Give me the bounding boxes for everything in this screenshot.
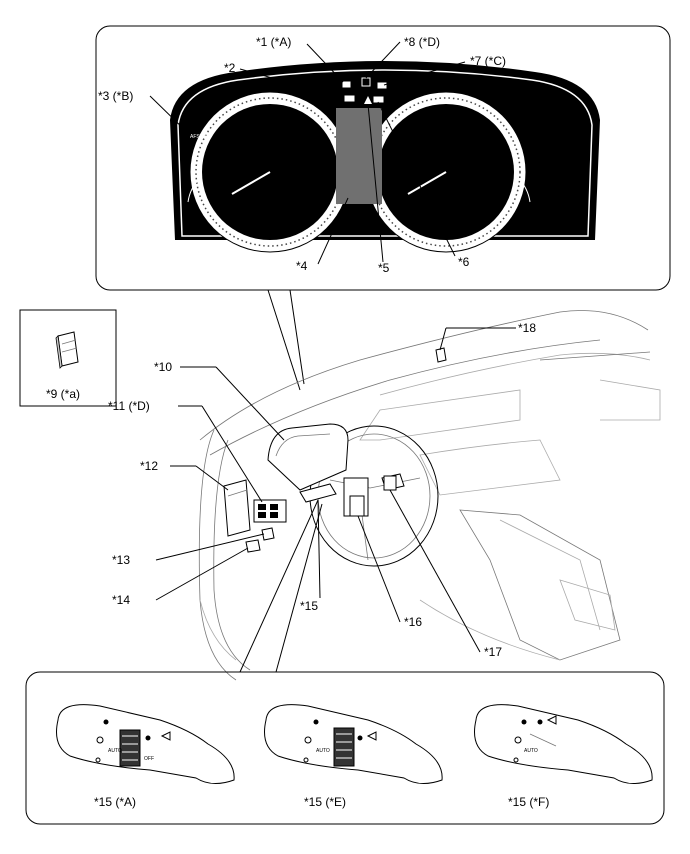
callout-10-label: *10 (154, 360, 172, 374)
ecu-module-icon (55, 331, 79, 369)
switch-a-label: *15 (*A) (94, 795, 136, 809)
meter-inset-frame (95, 25, 671, 291)
callout-9-label: *9 (*a) (46, 387, 80, 401)
meter-leader-lines (149, 41, 466, 265)
headlight-icon (103, 719, 109, 725)
ecu-12 (223, 479, 251, 537)
svg-text:AUTO: AUTO (316, 748, 330, 754)
dashboard-illustration (198, 310, 661, 681)
speedometer-gauge (189, 91, 351, 253)
callout-16-label: *16 (404, 615, 422, 629)
master-warning-icon (364, 96, 372, 104)
combination-meter-inset: AFS OFF *1 (*A) *2 *3 (*B) *4 *5 *6 (95, 25, 671, 391)
light-control-sensor (435, 347, 447, 363)
callout-5-label: *5 (378, 261, 390, 275)
callout-3-label: *3 (*B) (98, 89, 133, 103)
tachometer-needle (407, 171, 447, 195)
callout-8-label: *8 (*D) (404, 35, 440, 49)
switch-f-label: *15 (*F) (508, 795, 549, 809)
speedometer-needle (231, 171, 271, 195)
callout-14-label: *14 (112, 593, 130, 607)
front-fog-indicator-icon (377, 82, 387, 89)
tachometer-gauge (365, 91, 527, 253)
meter-unit-in-dash (267, 423, 349, 491)
component-17 (383, 475, 397, 491)
dashboard-leader-lines (155, 327, 516, 653)
fog-light-icon (145, 735, 151, 741)
callout-13-label: *13 (112, 553, 130, 567)
switch-variants-inset: AUTO OFF *15 (*A) AUTO *15 (*E) (25, 671, 665, 825)
callout-7-label: *7 (*C) (470, 54, 506, 68)
callout-1-label: *1 (*A) (256, 35, 291, 49)
switch-e-label: *15 (*E) (304, 795, 346, 809)
afs-off-indicator-icon: AFS OFF (190, 134, 211, 140)
meter-callout-labels: *1 (*A) *2 *3 (*B) *4 *5 *6 *7 (*C) *8 (… (98, 35, 506, 275)
callout-17-label: *17 (484, 645, 502, 659)
component-14 (245, 539, 261, 553)
switch-variant-e: AUTO (264, 704, 443, 784)
headlight-beam-indicator-icon (342, 81, 351, 88)
callout-18-label: *18 (518, 321, 536, 335)
switch-inset-frame (25, 671, 665, 825)
component-16 (349, 495, 365, 517)
component-9-frame (19, 309, 117, 407)
callout-15-label: *15 (300, 599, 318, 613)
switch-variant-a: AUTO OFF (56, 704, 235, 784)
switch-variant-f: AUTO (474, 704, 653, 784)
callout-2-label: *2 (224, 61, 236, 75)
headlight-dimmer-switch (299, 483, 337, 503)
off-position-label: OFF (144, 756, 154, 762)
rear-fog-indicator-icon (373, 96, 384, 103)
tail-light-icon (96, 736, 104, 744)
direction-arrow-icon (160, 731, 171, 741)
callout-12-label: *12 (140, 459, 158, 473)
component-13 (261, 527, 275, 541)
callout-4-label: *4 (296, 259, 308, 273)
switch-panel (253, 499, 287, 523)
svg-text:AUTO: AUTO (524, 748, 538, 754)
auto-position-label: AUTO (108, 748, 122, 754)
dashboard-callout-labels: *10 *11 (*D) *12 *13 *14 *15 *16 *17 *18 (108, 321, 536, 659)
callout-6-label: *6 (458, 255, 470, 269)
callout-11-label: *11 (*D) (108, 399, 150, 413)
multi-information-display (336, 108, 382, 204)
tail-light-indicator-icon (344, 95, 355, 102)
component-9-inset: *9 (*a) (19, 309, 117, 407)
